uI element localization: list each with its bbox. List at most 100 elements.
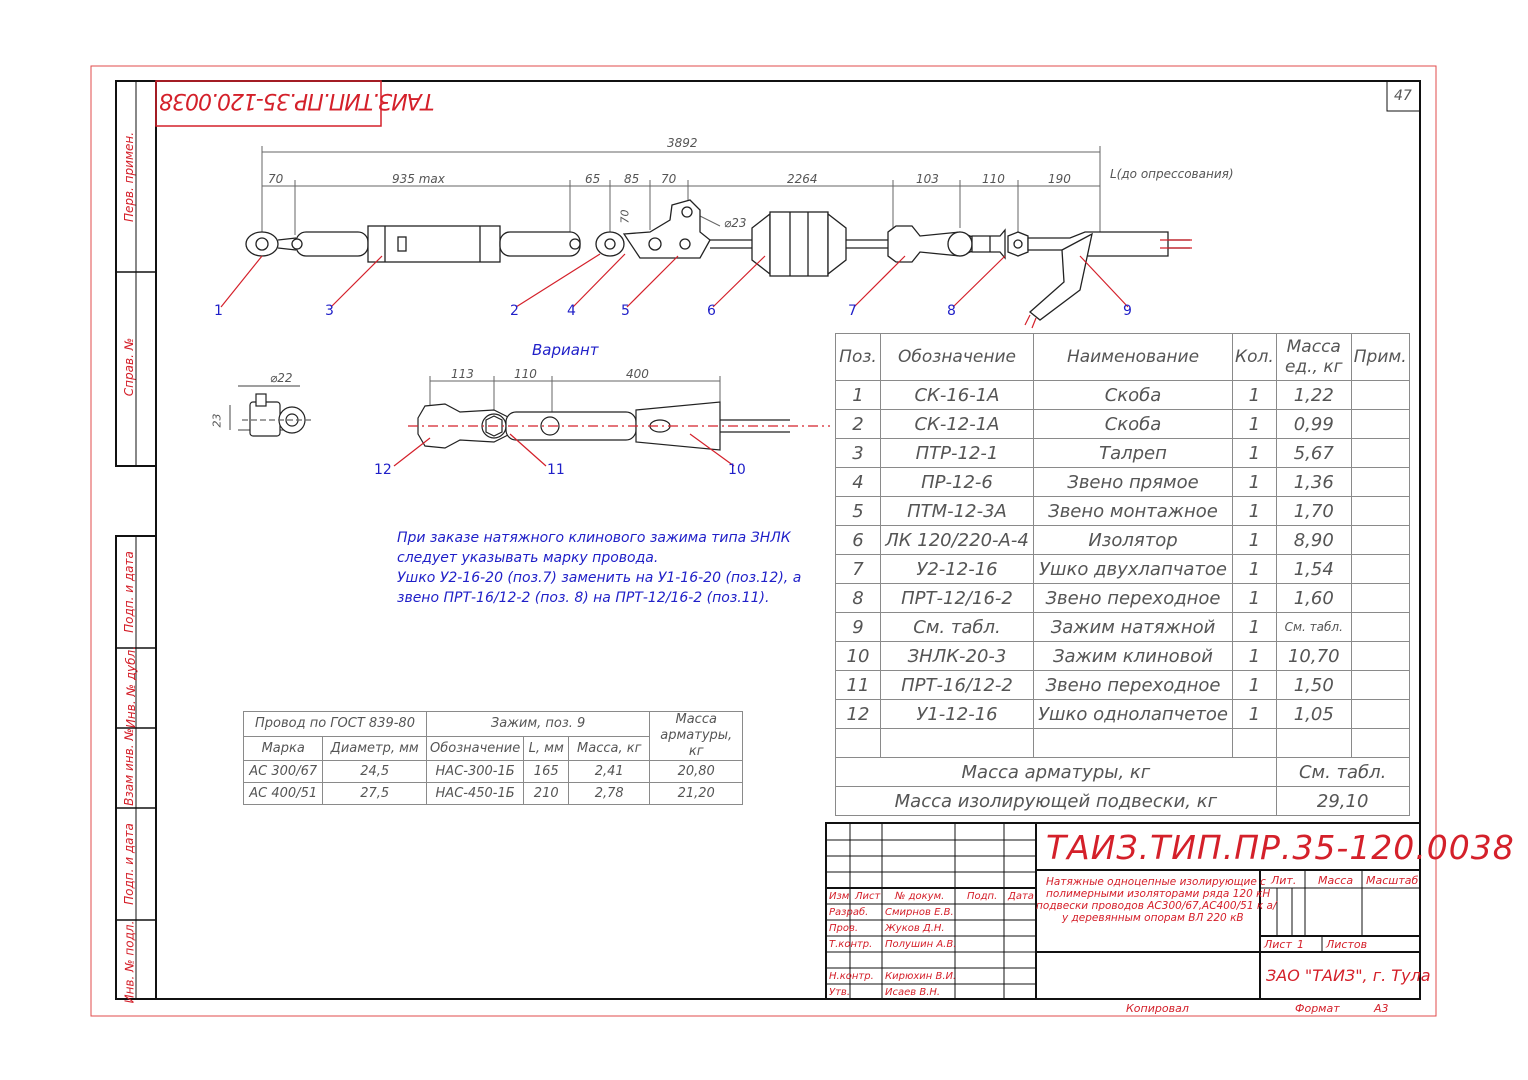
wire-sub-2: Обозначение bbox=[425, 735, 525, 761]
spec-cell: ПР-12-6 bbox=[880, 467, 1034, 497]
spec-table: Поз. Обозначение Наименование Кол. Масса… bbox=[835, 333, 1410, 816]
spec-cell: 1,50 bbox=[1275, 670, 1352, 700]
name-nkontr: Кирюхин В.И. bbox=[885, 971, 957, 982]
wire-cell: 27,5 bbox=[322, 782, 427, 805]
pos-label-1: 1 bbox=[214, 303, 223, 319]
copied-label: Копировал bbox=[1126, 1002, 1189, 1015]
title-description-3: подвески проводов АС300/67,АС400/51 к а/ bbox=[1036, 900, 1277, 912]
spec-cell bbox=[1232, 728, 1277, 758]
side-label-sprav: Справ. № bbox=[122, 337, 137, 397]
pos-label-10: 10 bbox=[728, 462, 746, 478]
lit-label: Лит. bbox=[1271, 874, 1297, 887]
title-description-1: Натяжные одноцепные изолирующие с bbox=[1046, 876, 1266, 888]
name-prov: Жуков Д.Н. bbox=[885, 923, 945, 934]
spec-cell-note bbox=[1350, 670, 1410, 700]
role-utv: Утв. bbox=[829, 987, 850, 998]
spec-cell bbox=[880, 728, 1034, 758]
spec-cell: 1,54 bbox=[1275, 554, 1352, 584]
col-data: Дата bbox=[1008, 891, 1034, 902]
wire-cell: АС 400/51 bbox=[242, 782, 324, 805]
wire-cell: 210 bbox=[523, 782, 570, 805]
spec-cell: 1 bbox=[835, 380, 881, 410]
pos-label-12: 12 bbox=[374, 462, 392, 478]
pos-label-3: 3 bbox=[325, 303, 334, 319]
spec-total-value: 29,10 bbox=[1275, 786, 1410, 816]
side-label-perv: Перв. примен. bbox=[122, 131, 137, 223]
dim-dia22: ⌀22 bbox=[270, 371, 293, 385]
spec-cell: Звено монтажное bbox=[1033, 496, 1233, 526]
col-doc: № докум. bbox=[895, 891, 945, 902]
spec-cell bbox=[835, 728, 881, 758]
wire-group-3-line2: арматуры, кг bbox=[660, 728, 733, 759]
spec-header-designation: Обозначение bbox=[880, 333, 1034, 381]
spec-cell: 1 bbox=[1232, 641, 1277, 671]
spec-cell: 6 bbox=[835, 525, 881, 555]
wire-sub-1: Диаметр, мм bbox=[322, 735, 427, 761]
col-list: Лист bbox=[855, 891, 881, 902]
spec-cell: Скоба bbox=[1033, 409, 1233, 439]
spec-cell: ПРТ-12/16-2 bbox=[880, 583, 1034, 613]
spec-header-mass: Масса ед., кг bbox=[1275, 333, 1352, 381]
spec-cell-note bbox=[1350, 438, 1410, 468]
dim-v400: 400 bbox=[626, 367, 649, 381]
spec-cell: 8,90 bbox=[1275, 525, 1352, 555]
title-description-4: у деревянным опорам ВЛ 220 кВ bbox=[1062, 912, 1244, 924]
dim-85: 85 bbox=[624, 172, 640, 186]
dim-overall: 3892 bbox=[667, 136, 698, 150]
spec-cell-note bbox=[1350, 554, 1410, 584]
note-line-3: Ушко У2-16-20 (поз.7) заменить на У1-16-… bbox=[397, 570, 802, 586]
spec-cell: Зажим клиновой bbox=[1033, 641, 1233, 671]
spec-cell: 1 bbox=[1232, 438, 1277, 468]
wire-sub-0: Марка bbox=[242, 735, 324, 761]
dim-103: 103 bbox=[916, 172, 939, 186]
spec-cell: 11 bbox=[835, 670, 881, 700]
spec-cell-note bbox=[1350, 699, 1410, 729]
spec-cell-note bbox=[1350, 525, 1410, 555]
spec-total-label: Масса изолирующей подвески, кг bbox=[835, 786, 1277, 816]
spec-cell: Звено переходное bbox=[1033, 670, 1233, 700]
mass-label: Масса bbox=[1318, 874, 1354, 887]
spec-cell: 12 bbox=[835, 699, 881, 729]
company-name: ЗАО "ТАИЗ", г. Тула bbox=[1266, 966, 1431, 985]
spec-cell: 10,70 bbox=[1275, 641, 1352, 671]
spec-cell: 5,67 bbox=[1275, 438, 1352, 468]
wire-row: АС 300/67 24,5 НАС-300-1Б 165 2,41 20,80 bbox=[242, 760, 744, 783]
spec-cell: 0,99 bbox=[1275, 409, 1352, 439]
dim-v113: 113 bbox=[451, 367, 474, 381]
side-label-podp2: Подп. и дата bbox=[121, 823, 136, 905]
page-number: 47 bbox=[1394, 88, 1412, 104]
name-razrab: Смирнов Е.В. bbox=[885, 907, 954, 918]
dim-65: 65 bbox=[585, 172, 601, 186]
spec-header-pos: Поз. bbox=[835, 333, 881, 381]
pos-label-9: 9 bbox=[1123, 303, 1132, 319]
spec-header-name: Наименование bbox=[1033, 333, 1233, 381]
spec-header-qty: Кол. bbox=[1232, 333, 1277, 381]
side-label-inv-podl: Инв. № подл. bbox=[122, 920, 137, 1004]
spec-cell: 1 bbox=[1232, 496, 1277, 526]
spec-cell: 10 bbox=[835, 641, 881, 671]
role-razrab: Разраб. bbox=[829, 907, 869, 918]
spec-cell: 1 bbox=[1232, 583, 1277, 613]
dim-935: 935 max bbox=[392, 172, 445, 186]
spec-cell: Ушко однолапчетое bbox=[1033, 699, 1233, 729]
role-prov: Пров. bbox=[829, 923, 859, 934]
spec-cell-note bbox=[1350, 496, 1410, 526]
dim-dia23: ⌀23 bbox=[724, 216, 747, 230]
spec-cell: Талреп bbox=[1033, 438, 1233, 468]
dim-110: 110 bbox=[982, 172, 1005, 186]
spec-total-value: См. табл. bbox=[1275, 757, 1410, 787]
spec-cell: 1 bbox=[1232, 467, 1277, 497]
wire-cell: 2,78 bbox=[568, 782, 651, 805]
spec-cell: 4 bbox=[835, 467, 881, 497]
spec-cell: ЛК 120/220-А-4 bbox=[880, 525, 1034, 555]
spec-cell: СК-12-1А bbox=[880, 409, 1034, 439]
pos-label-11: 11 bbox=[547, 462, 565, 478]
spec-cell: 2 bbox=[835, 409, 881, 439]
